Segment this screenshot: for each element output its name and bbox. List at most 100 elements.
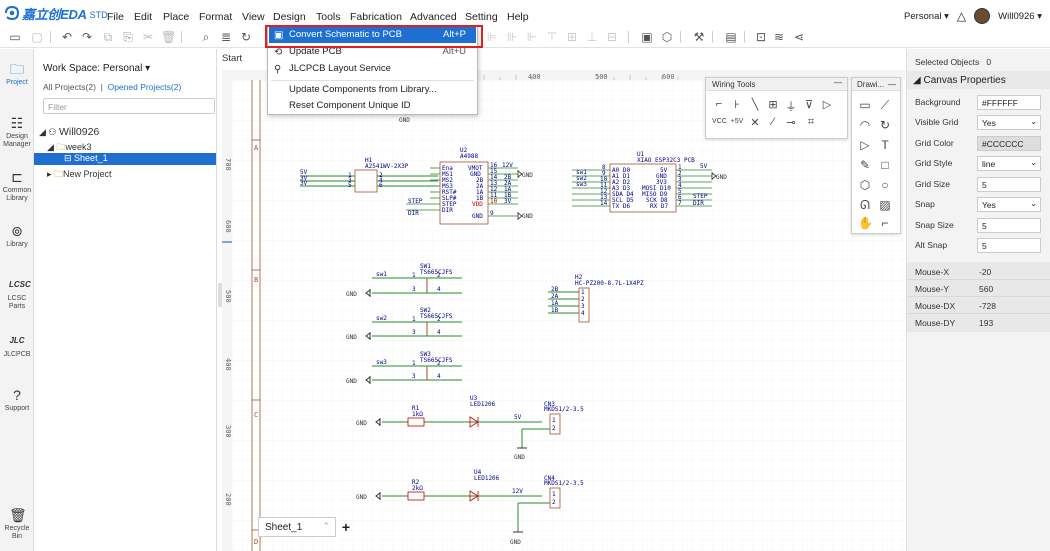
circle-icon[interactable]: ○ [881, 178, 889, 192]
junction-icon[interactable]: ⊸ [786, 117, 796, 129]
wire-icon[interactable]: ⌐ [715, 98, 723, 110]
tab-sheet[interactable]: Sheet_1 ⌃ [258, 517, 336, 537]
add-sheet-button[interactable]: + [341, 519, 351, 535]
rail-support[interactable]: ? Support [0, 387, 34, 413]
menu-place[interactable]: Place [163, 11, 190, 23]
redo-icon[interactable]: ↷ [81, 30, 93, 44]
grid-color-field[interactable]: #CCCCCC [977, 136, 1041, 151]
export-icon[interactable]: ⊡ [755, 30, 767, 44]
tree-item-new-project[interactable]: ▸ 🗀New Project [47, 169, 112, 179]
rail-recycle-bin[interactable]: 🗑 Recycle Bin [0, 507, 34, 541]
minimize-icon[interactable]: — [888, 80, 896, 89]
polyline-icon[interactable]: ⟋ [880, 98, 890, 112]
image-icon[interactable]: ▣ [641, 30, 653, 44]
wiring-tools-header[interactable]: Wiring Tools — [706, 78, 847, 91]
rail-design-manager[interactable]: ☷ Design Manager [0, 115, 34, 149]
menu-design[interactable]: Design [273, 11, 306, 23]
align-center-icon[interactable]: ⊪ [506, 30, 518, 44]
grid-style-select[interactable]: line⌄ [977, 156, 1041, 171]
distribute-icon[interactable]: ⊟ [606, 30, 618, 44]
menu-edit[interactable]: Edit [134, 11, 153, 23]
save-icon[interactable]: ▢ [31, 30, 43, 44]
dimension-icon[interactable]: ⌐ [881, 216, 889, 230]
all-projects-link[interactable]: All Projects(2) [43, 82, 96, 92]
vcc-icon[interactable]: VCC [712, 118, 727, 125]
no-connect-icon[interactable]: ✕ [750, 117, 760, 129]
menu-help[interactable]: Help [507, 11, 529, 23]
schematic-canvas[interactable]: 400 500 600 700 600 500 400 300 200 A B … [222, 70, 905, 551]
app-logo[interactable]: 嘉立创EDA STD [4, 5, 108, 22]
background-color-field[interactable]: #FFFFFF [977, 95, 1041, 110]
menu-format[interactable]: Format [199, 11, 233, 23]
rail-jlcpcb[interactable]: JLC JLCPCB [0, 333, 34, 359]
text-icon[interactable]: ≣ [220, 30, 232, 44]
snap-select[interactable]: Yes⌄ [977, 197, 1041, 212]
visible-grid-select[interactable]: Yes⌄ [977, 115, 1041, 130]
menu-view[interactable]: View [242, 11, 265, 23]
rail-lcsc-parts[interactable]: LCSC LCSC Parts [0, 277, 34, 311]
align-bottom-icon[interactable]: ⊥ [586, 30, 598, 44]
rail-project[interactable]: 🗀 Project [0, 61, 34, 87]
filter-input[interactable]: Filter [43, 98, 215, 114]
text-icon[interactable]: T [881, 138, 889, 152]
user-menu[interactable]: Will0926 ▾ [998, 10, 1042, 22]
ground-icon[interactable]: ⏚ [785, 101, 797, 113]
zoom-icon[interactable]: ⌕ [202, 30, 210, 44]
tree-item-sheet1[interactable]: ⊟ Sheet_1 [34, 153, 216, 165]
share-icon[interactable]: ⋖ [793, 30, 805, 44]
align-left-icon[interactable]: ⊫ [486, 30, 498, 44]
align-top-icon[interactable]: ⊤ [546, 30, 558, 44]
pan-icon[interactable]: ✋ [858, 216, 873, 230]
align-middle-icon[interactable]: ⊞ [566, 30, 578, 44]
undo-icon[interactable]: ↶ [61, 30, 73, 44]
minimize-icon[interactable]: — [834, 78, 842, 87]
image-icon[interactable]: ▭ [859, 98, 871, 112]
arc-icon[interactable]: ◠ [859, 118, 871, 132]
opened-projects-link[interactable]: Opened Projects(2) [107, 82, 182, 92]
bom-icon[interactable]: ▤ [725, 30, 737, 44]
tab-start[interactable]: Start [222, 53, 243, 64]
menu-item-jlcpcb-layout[interactable]: ⚲ JLCPCB Layout Service [269, 61, 476, 77]
align-right-icon[interactable]: ⊩ [526, 30, 538, 44]
rectangle-icon[interactable]: □ [881, 158, 889, 172]
account-mode-select[interactable]: Personal ▾ [903, 10, 949, 22]
rotate-icon[interactable]: ↻ [240, 30, 252, 44]
menu-tools[interactable]: Tools [316, 11, 341, 23]
new-icon[interactable]: ▭ [9, 30, 21, 44]
drawing-tools-header[interactable]: Drawi... — [852, 78, 900, 91]
rail-common-library[interactable]: ⊏ Common Library [0, 169, 34, 203]
rail-library[interactable]: ⊚ Library [0, 223, 34, 249]
menu-item-reset-unique-id[interactable]: Reset Component Unique ID [269, 98, 476, 114]
canvas-properties-header[interactable]: ◢ Canvas Properties [907, 71, 1050, 89]
copy-icon[interactable]: ⧉ [103, 30, 113, 44]
netport-icon[interactable]: ▷ [822, 99, 832, 111]
menu-item-update-components[interactable]: Update Components from Library... [269, 82, 476, 98]
tree-item-week3[interactable]: ◢ 🗀week3 [47, 142, 92, 152]
polygon-icon[interactable]: ⬡ [859, 178, 871, 192]
menu-advanced[interactable]: Advanced [410, 11, 457, 23]
tree-item-user[interactable]: ◢ ⚇ Will0926 [39, 126, 100, 138]
snap-size-field[interactable]: 5 [977, 218, 1041, 233]
arrow-icon[interactable]: ▷ [860, 138, 870, 152]
menu-setting[interactable]: Setting [465, 11, 498, 23]
notification-bell-icon[interactable]: △ [956, 9, 967, 23]
menu-item-convert-to-pcb[interactable]: ▣ Convert Schematic to PCB Alt+P [269, 27, 476, 43]
grid-size-field[interactable]: 5 [977, 177, 1041, 192]
avatar[interactable] [974, 8, 991, 24]
pen-icon[interactable]: ✎ [859, 158, 871, 172]
workspace-select[interactable]: Work Space: Personal ▾ [43, 63, 151, 74]
picture-icon[interactable]: ▨ [879, 198, 891, 212]
delete-icon[interactable]: 🗑 [161, 30, 177, 44]
layer-manager-icon[interactable]: ≋ [773, 30, 785, 44]
net-label-icon[interactable]: ⊞ [768, 99, 778, 111]
bus-entry-icon[interactable]: ╲ [751, 99, 759, 111]
chevron-up-icon[interactable]: ⌃ [322, 521, 330, 531]
cut-icon[interactable]: ✂ [142, 30, 154, 44]
menu-file[interactable]: File [107, 11, 124, 23]
menu-item-update-pcb[interactable]: ⟲ Update PCB Alt+U [269, 44, 476, 60]
schematic-svg[interactable]: 400 500 600 700 600 500 400 300 200 A B … [222, 70, 905, 551]
alt-snap-field[interactable]: 5 [977, 238, 1041, 253]
drc-icon[interactable]: ⚒ [693, 30, 705, 44]
panel-collapse-handle[interactable] [218, 283, 222, 307]
menu-fabrication[interactable]: Fabrication [350, 11, 402, 23]
